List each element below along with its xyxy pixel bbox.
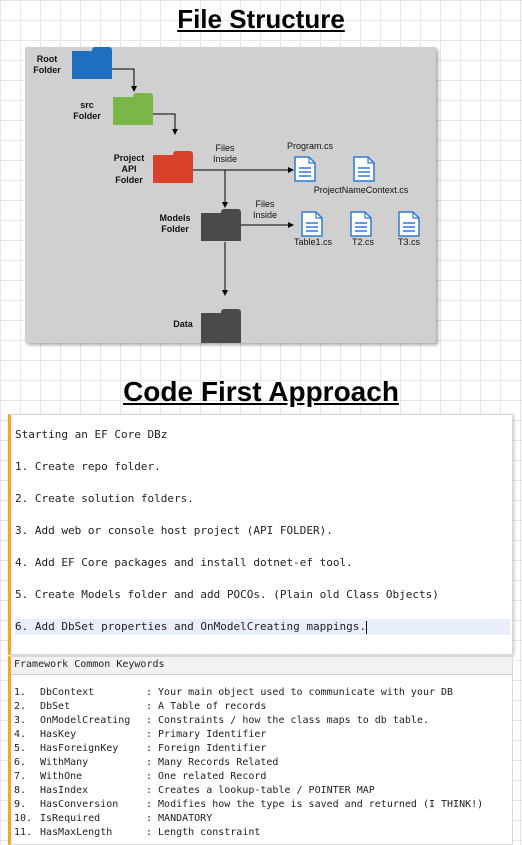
arrow-root-to-src <box>112 68 137 92</box>
arrow-src-to-project <box>153 113 178 135</box>
step-line-active: 6. Add DbSet properties and OnModelCreat… <box>15 619 510 635</box>
step-line: 1. Create repo folder. <box>15 460 161 473</box>
keywords-note[interactable]: Framework Common Keywords 1.DbContext: Y… <box>8 656 513 845</box>
data-folder-icon <box>201 309 241 343</box>
models-folder-icon <box>201 209 241 241</box>
t3-cs-label: T3.cs <box>397 237 420 247</box>
root-folder-icon <box>72 47 112 79</box>
t3-file-icon <box>398 211 420 237</box>
connector-arrows <box>112 68 294 296</box>
steps-note-editor[interactable]: Starting an EF Core DBz 1. Create repo f… <box>8 414 513 655</box>
table1-cs-label: Table1.cs <box>293 237 333 247</box>
t2-file-icon <box>350 211 372 237</box>
step-line: 3. Add web or console host project (API … <box>15 524 333 537</box>
project-api-folder-icon <box>153 151 193 183</box>
step-line: 4. Add EF Core packages and install dotn… <box>15 556 353 569</box>
note-heading: Starting an EF Core DBz <box>15 428 168 441</box>
t2-cs-label: T2.cs <box>351 237 374 247</box>
code-first-title: Code First Approach <box>123 376 399 407</box>
file-structure-title: File Structure <box>177 4 345 34</box>
table1-file-icon <box>301 211 323 237</box>
context-file-icon <box>353 156 375 182</box>
step-line: 5. Create Models folder and add POCOs. (… <box>15 588 439 601</box>
text-caret <box>366 620 367 634</box>
src-folder-icon <box>113 93 153 125</box>
program-cs-label: Program.cs <box>286 141 333 151</box>
keywords-header: Framework Common Keywords <box>11 657 512 675</box>
program-file-icon <box>294 156 316 182</box>
context-cs-label: ProjectNameContext.cs <box>313 185 409 195</box>
step-line: 2. Create solution folders. <box>15 492 194 505</box>
data-folder-label: Data <box>173 319 193 329</box>
